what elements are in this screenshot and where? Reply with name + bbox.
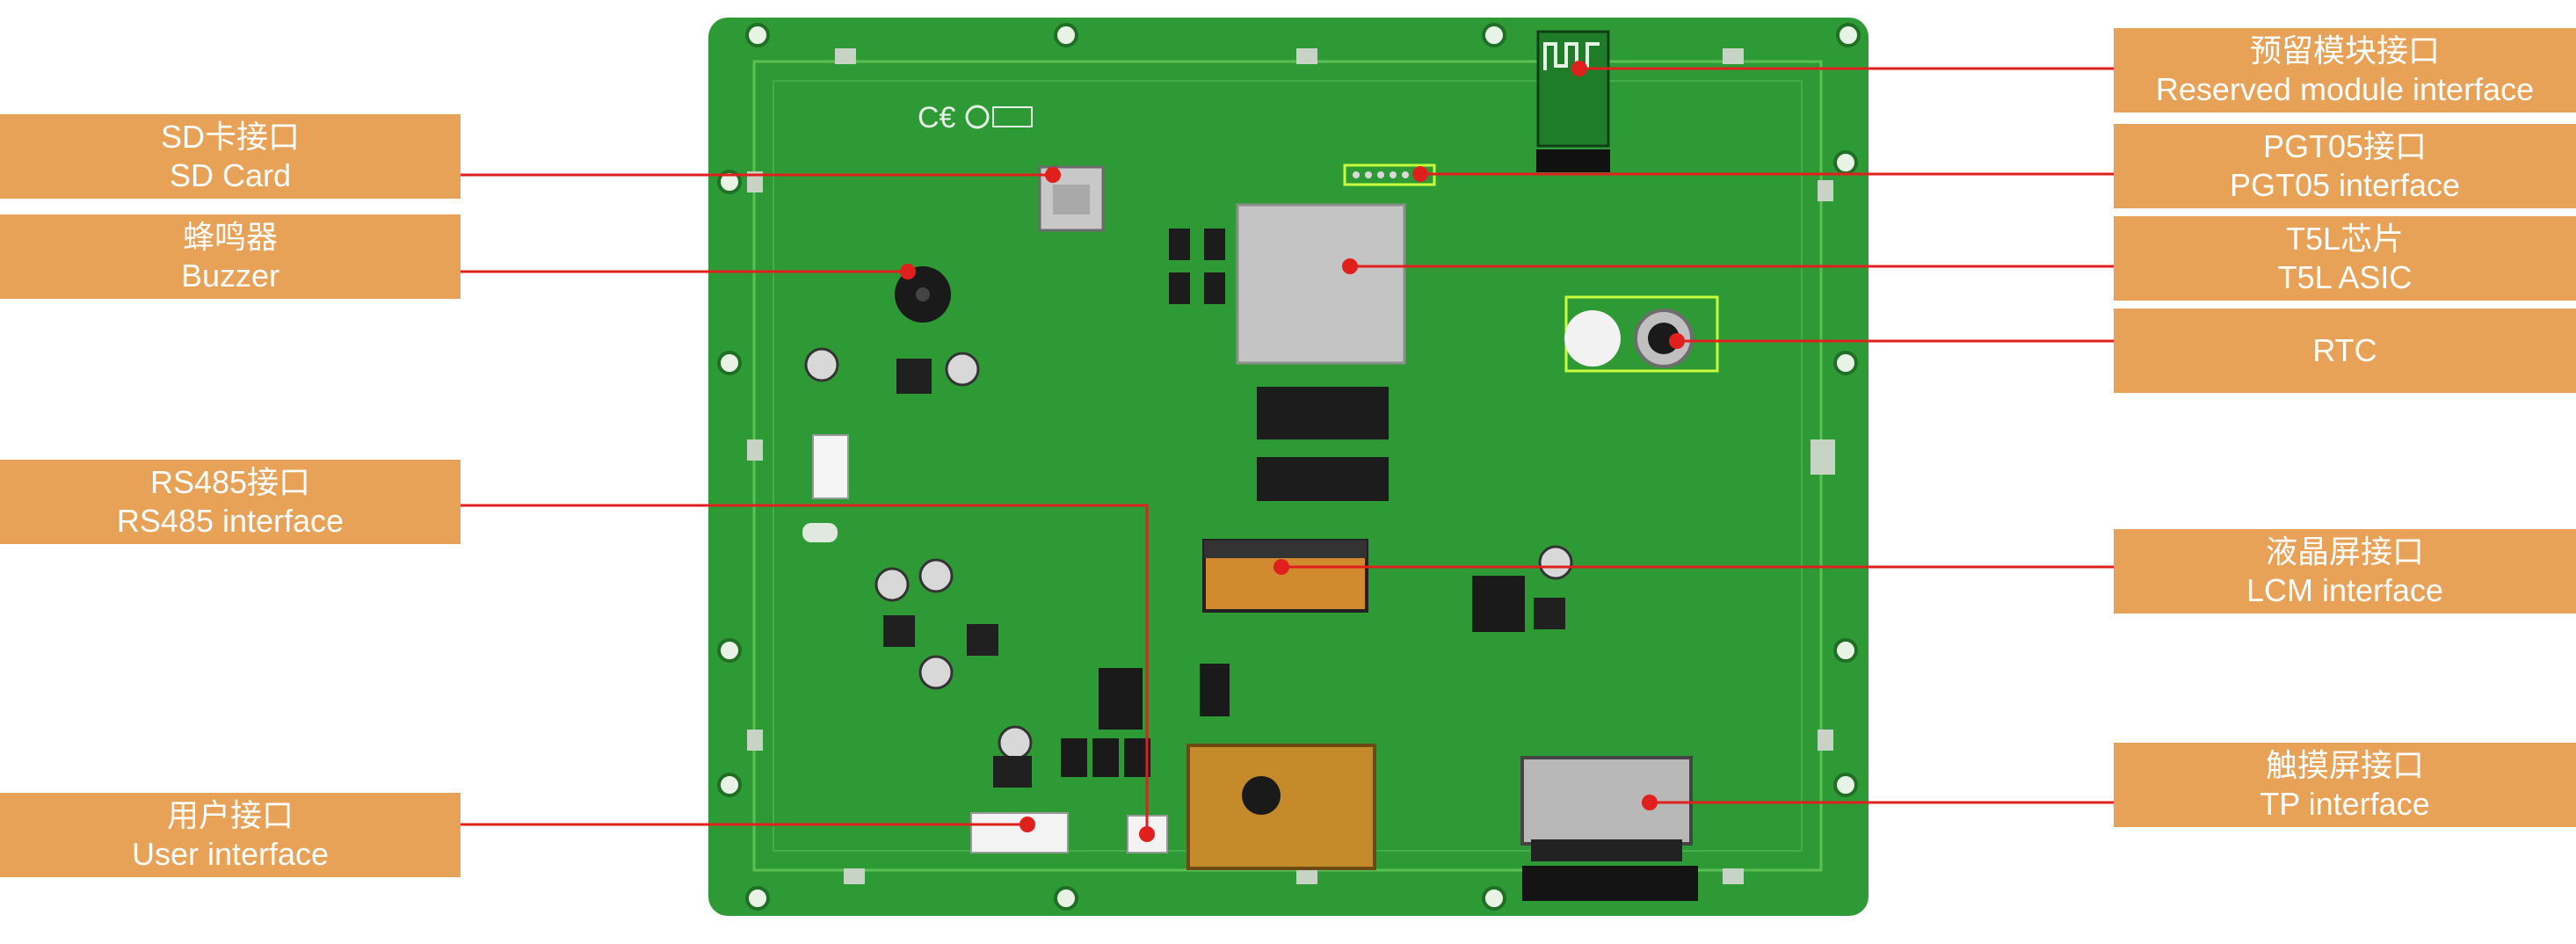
cert-mark-icon bbox=[965, 105, 990, 129]
callout-en: PGT05 interface bbox=[2229, 167, 2461, 203]
callout-zh: RS485接口 bbox=[149, 464, 311, 500]
callout-zh: 触摸屏接口 bbox=[2265, 747, 2424, 783]
callout-en: SD Card bbox=[169, 157, 292, 193]
callout-zh: 蜂鸣器 bbox=[182, 219, 278, 255]
callout-tp: 触摸屏接口 TP interface bbox=[2114, 743, 2576, 827]
callout-t5l: T5L芯片 T5L ASIC bbox=[2114, 216, 2576, 301]
callout-en: LCM interface bbox=[2246, 572, 2444, 608]
callout-sd-card: SD卡接口 SD Card bbox=[0, 114, 461, 199]
tp-connector bbox=[1520, 756, 1693, 846]
callout-buzzer: 蜂鸣器 Buzzer bbox=[0, 214, 461, 299]
edge-clips bbox=[747, 48, 1835, 884]
callout-zh: SD卡接口 bbox=[160, 119, 300, 155]
callout-en: RS485 interface bbox=[116, 503, 345, 539]
rs485-connector bbox=[812, 434, 849, 499]
callout-en: RTC bbox=[2312, 332, 2377, 368]
callout-en: User interface bbox=[131, 836, 330, 872]
fpc-component bbox=[1242, 776, 1281, 815]
leader-dots bbox=[900, 61, 1685, 842]
callout-zh: 预留模块接口 bbox=[2249, 33, 2440, 69]
callout-en: Buzzer bbox=[180, 258, 280, 294]
sd-card-inner bbox=[1053, 185, 1090, 214]
callout-zh: 液晶屏接口 bbox=[2265, 534, 2424, 570]
leader-line-rs485 bbox=[461, 504, 1149, 834]
callout-zh: 用户接口 bbox=[166, 797, 294, 833]
callout-zh: PGT05接口 bbox=[2262, 128, 2427, 164]
callout-en: T5L ASIC bbox=[2277, 259, 2413, 295]
callout-zh: T5L芯片 bbox=[2285, 221, 2405, 257]
mounting-holes bbox=[717, 23, 1861, 911]
callout-lcm: 液晶屏接口 LCM interface bbox=[2114, 529, 2576, 614]
callout-pgt05: PGT05接口 PGT05 interface bbox=[2114, 124, 2576, 208]
tp-flex bbox=[1522, 866, 1698, 901]
callout-rs485: RS485接口 RS485 interface bbox=[0, 460, 461, 544]
ic-packages bbox=[1061, 576, 1525, 777]
t5l-chip-shield bbox=[1236, 203, 1406, 365]
rs485-slot-hole bbox=[802, 523, 838, 542]
ce-mark: C€ bbox=[918, 101, 956, 134]
lcm-latch bbox=[1204, 541, 1367, 558]
power-components bbox=[804, 347, 1573, 788]
chip-area-components bbox=[1169, 229, 1389, 501]
rtc-coin-cell bbox=[1564, 310, 1621, 367]
antenna-trace bbox=[1543, 42, 1600, 70]
callout-en: Reserved module interface bbox=[2155, 71, 2535, 107]
callout-en: TP interface bbox=[2260, 786, 2430, 822]
module-header bbox=[1536, 149, 1610, 172]
callout-user: 用户接口 User interface bbox=[0, 793, 461, 877]
fpc-flex bbox=[1186, 744, 1376, 870]
rohs-mark bbox=[992, 106, 1033, 127]
callout-reserved-module: 预留模块接口 Reserved module interface bbox=[2114, 28, 2576, 113]
leader-lines bbox=[461, 67, 2114, 834]
callout-rtc: RTC bbox=[2114, 309, 2576, 393]
reserved-module-pad bbox=[1536, 30, 1610, 148]
tp-latch bbox=[1531, 839, 1682, 861]
buzzer-center bbox=[916, 287, 930, 301]
user-connector bbox=[970, 812, 1069, 853]
